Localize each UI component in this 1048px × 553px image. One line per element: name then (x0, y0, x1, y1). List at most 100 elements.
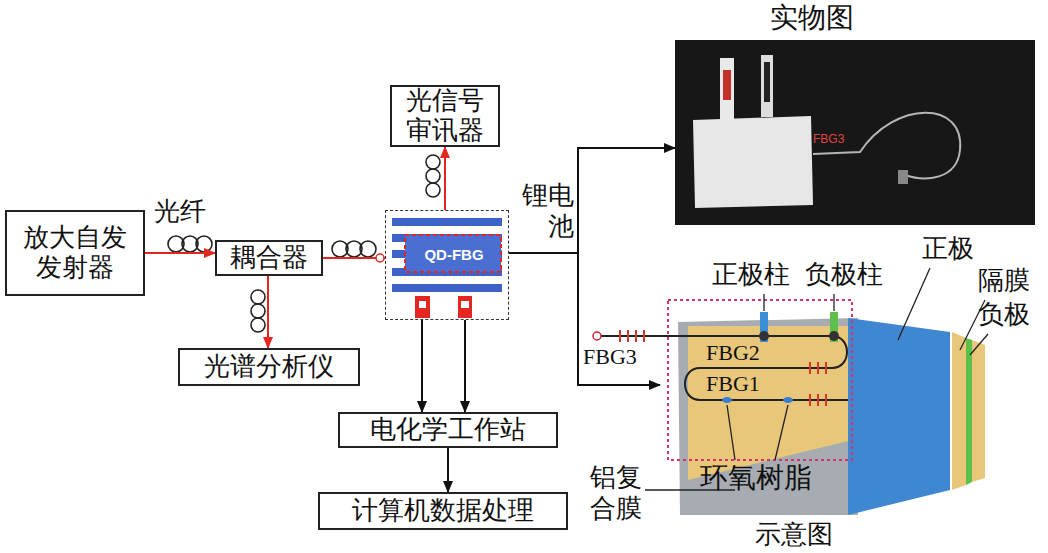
sensor-box: QD-FBG (385, 210, 509, 320)
grating-mark (825, 362, 827, 374)
part-label: 负极 (978, 302, 1030, 328)
node-text: 光信号 审讯器 (398, 86, 492, 146)
node-text: 耦合器 (230, 243, 308, 273)
grating-label: FBG3 (583, 346, 637, 368)
leader-line (898, 268, 930, 340)
fiber-coil (168, 155, 440, 332)
photo-background (675, 40, 1035, 225)
grating-stripe (392, 218, 502, 226)
schematic-panel: 示意图 (660, 238, 1045, 550)
battery-label: 锂电池 (522, 180, 574, 242)
grating-mark (809, 394, 811, 406)
fiber-coil (251, 290, 265, 304)
separator (952, 332, 966, 490)
epoxy-dot (783, 397, 793, 403)
leader-line (833, 294, 834, 311)
grating-mark (809, 362, 811, 374)
node-text: 电化学工作站 (370, 415, 526, 445)
connector (145, 252, 215, 254)
grating-stripe (392, 284, 502, 292)
fiber-end (376, 254, 384, 262)
grating-mark (635, 330, 637, 342)
positive-pole (760, 312, 768, 342)
connector (267, 276, 269, 348)
qd-fbg-sensor (392, 218, 502, 318)
interrogator-box: 光信号 审讯器 (390, 85, 500, 147)
node-subtext: FBG3 (813, 132, 844, 146)
grating-label: FBG2 (706, 342, 760, 364)
leader-line (645, 489, 735, 490)
battery-photo (675, 40, 1035, 225)
connector (447, 448, 449, 492)
electrode-tab (458, 296, 472, 318)
connector (509, 148, 675, 253)
fiber-coil (426, 155, 440, 169)
negative-pole (830, 312, 838, 342)
grating-mark (643, 330, 645, 342)
clip (761, 55, 773, 117)
connector (421, 320, 423, 412)
grating-mark (817, 362, 819, 374)
pole-joint (829, 331, 839, 341)
clip (764, 62, 770, 102)
electrode-tab (419, 301, 426, 308)
node-text: 实物图 (770, 2, 854, 34)
part-label: 正极柱 (712, 262, 790, 288)
node-text: 计算机数据处理 (352, 496, 534, 526)
positive-electrode (848, 318, 950, 515)
grating-mark (825, 394, 827, 406)
pouch-cell (693, 116, 813, 208)
part-label: 环氧树脂 (700, 464, 812, 492)
node-text: 光谱分析仪 (204, 352, 334, 382)
fiber-coil (360, 241, 376, 257)
sensing-region (668, 300, 852, 460)
part-label: 隔膜 (978, 268, 1030, 294)
coupler-box: 耦合器 (215, 240, 323, 276)
fiber-connector (898, 170, 908, 184)
connector (444, 147, 446, 210)
part-label: 铝复合膜 (590, 462, 642, 524)
grating-mark (627, 330, 629, 342)
leader-line (645, 268, 988, 490)
leader-line (727, 405, 735, 460)
grating-label: FBG1 (706, 373, 760, 395)
node-text: 示意图 (755, 520, 833, 550)
source-box: 放大自发 发射器 (5, 210, 145, 296)
photo-panel: 实物图FBG3 (675, 40, 1035, 225)
fiber-coil (251, 318, 265, 332)
grating-mark (817, 394, 819, 406)
fiber-cable (813, 113, 960, 179)
node-text: 放大自发 发射器 (13, 223, 137, 283)
electrode-tab (415, 296, 430, 318)
epoxy-dot (722, 397, 732, 403)
computer-box: 计算机数据处理 (318, 492, 568, 530)
cell-body (688, 326, 852, 480)
fiber-coil (251, 304, 265, 318)
fiber-coil (426, 183, 440, 197)
part-label: 正极 (922, 236, 974, 262)
edge-label: 光纤 (154, 197, 206, 227)
leader-line (763, 294, 764, 311)
grating-mark (619, 330, 621, 342)
negative-electrode (966, 338, 972, 485)
battery-schematic (593, 268, 988, 515)
aluminum-film (678, 318, 858, 515)
quantum-dot-zone (405, 235, 501, 272)
electrode-tab (461, 301, 469, 308)
fiber-end (593, 332, 601, 340)
clip (723, 70, 731, 100)
pole-joint (759, 331, 769, 341)
leader-line (970, 334, 988, 355)
analyzer-box: 光谱分析仪 (178, 348, 360, 386)
node-text: QD-FBG (406, 245, 502, 265)
leader-line (775, 405, 788, 460)
back-layer (972, 340, 985, 482)
fiber-coil (196, 236, 212, 252)
connector (509, 253, 660, 385)
grating-mark (620, 330, 826, 406)
clip (720, 58, 734, 120)
